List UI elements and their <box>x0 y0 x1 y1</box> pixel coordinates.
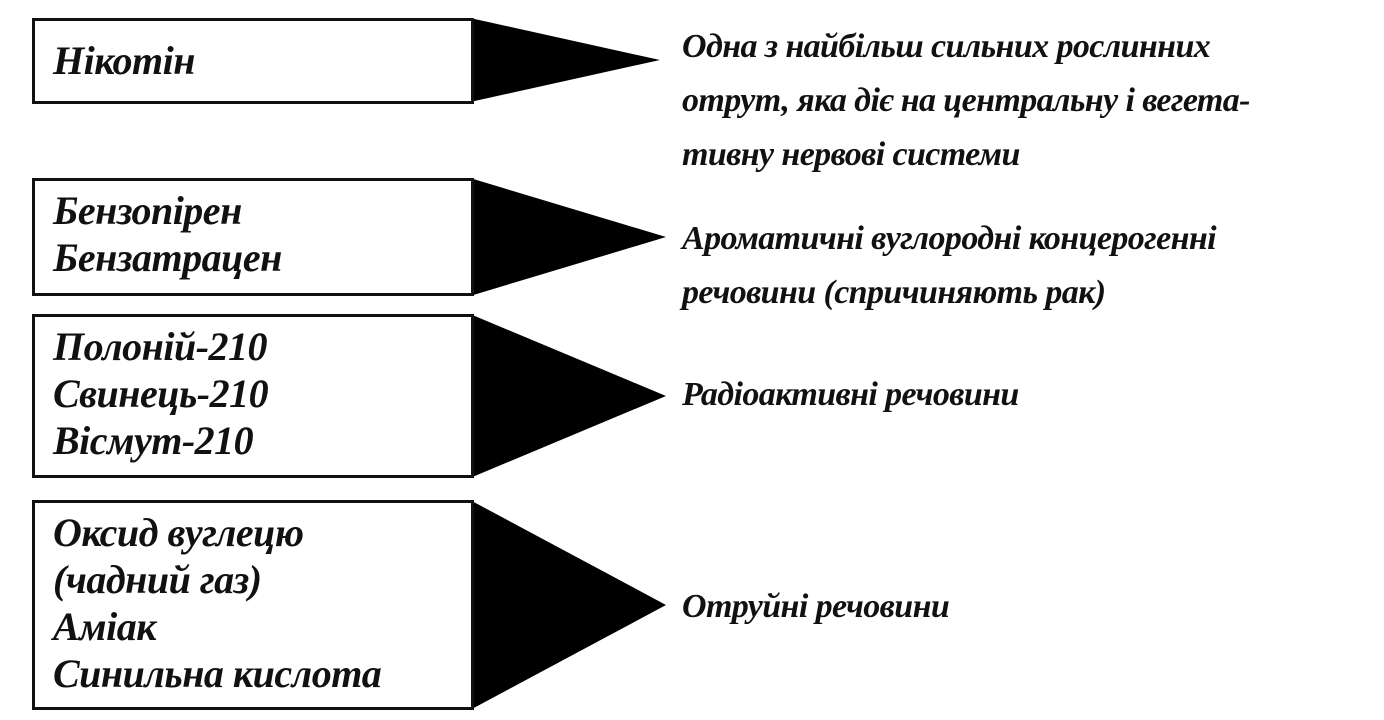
description-line: Радіоактивні речовини <box>682 376 1019 413</box>
description-1: Одна з найбільш сильних рослинних отрут,… <box>682 20 1250 182</box>
arrow-pointer-2 <box>470 178 666 296</box>
substance-name: Нікотін <box>53 38 195 83</box>
description-line: Отруйні речовини <box>682 588 950 625</box>
substance-name: Свинець-210 <box>53 371 269 416</box>
substance-name: Синильна кислота <box>53 651 382 696</box>
description-4: Отруйні речовини <box>682 580 950 634</box>
description-line: речовини (спричиняють рак) <box>682 274 1106 311</box>
arrow-pointer-4 <box>470 500 666 710</box>
substance-name: Вісмут-210 <box>53 418 254 463</box>
description-3: Радіоактивні речовини <box>682 368 1019 422</box>
description-line: Ароматичні вуглородні концерогенні <box>682 220 1217 257</box>
substance-name: Полоній-210 <box>53 324 268 369</box>
arrow-pointer-1 <box>470 18 660 102</box>
substance-box-3: Полоній-210 Свинець-210 Вісмут-210 <box>32 314 474 478</box>
description-line: отрут, яка діє на центральну і вегета- <box>682 82 1250 119</box>
arrow-pointer-3 <box>470 314 666 478</box>
substance-box-2: Бензопірен Бензатрацен <box>32 178 474 296</box>
description-line: Одна з найбільш сильних рослинних <box>682 28 1211 65</box>
substance-name: Аміак <box>53 604 156 649</box>
substance-box-1: Нікотін <box>32 18 474 104</box>
substance-name: Бензатрацен <box>53 235 282 280</box>
substance-name: Бензопірен <box>53 188 242 233</box>
substance-box-4: Оксид вуглецю (чадний газ) Аміак Синильн… <box>32 500 474 710</box>
description-2: Ароматичні вуглородні концерогенні речов… <box>682 212 1217 320</box>
substance-name: (чадний газ) <box>53 557 262 602</box>
substance-name: Оксид вуглецю <box>53 510 304 555</box>
description-line: тивну нервові системи <box>682 136 1020 173</box>
